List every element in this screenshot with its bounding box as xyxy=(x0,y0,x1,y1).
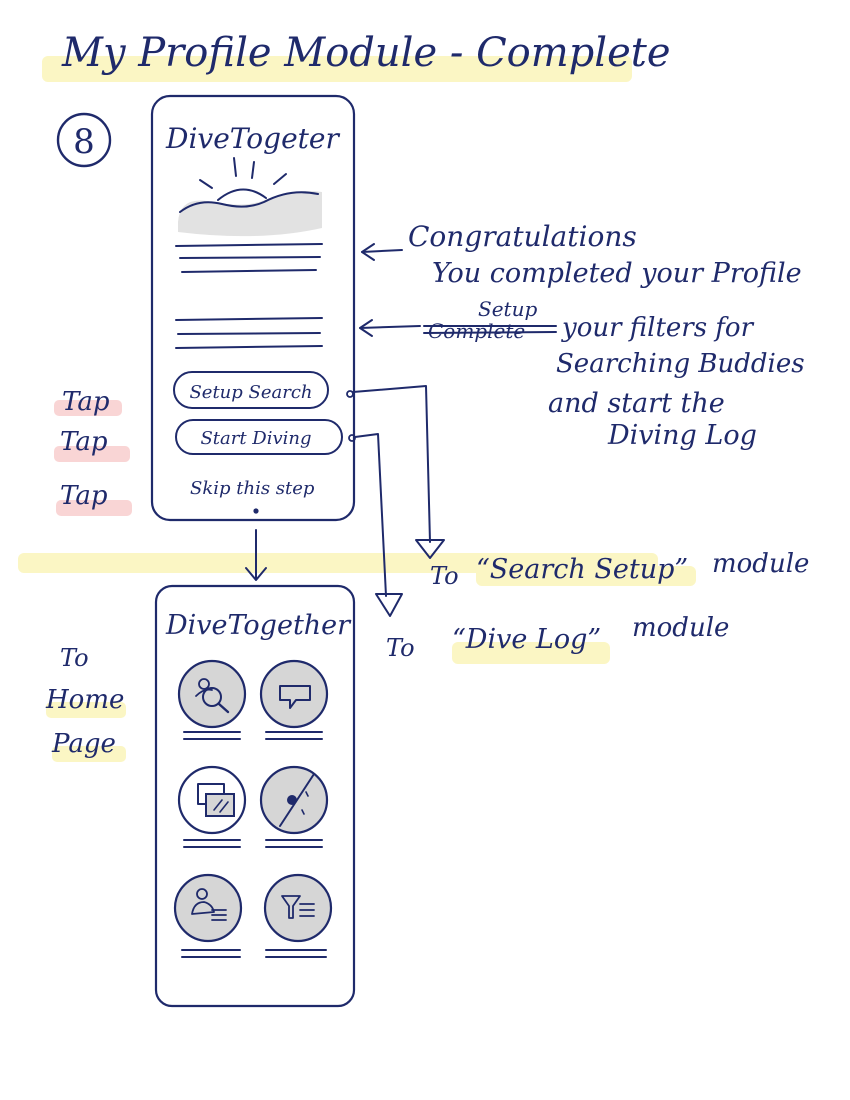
phone-frame-2 xyxy=(154,584,356,1008)
strike-through-line-2 xyxy=(423,331,557,334)
setup-search-connector xyxy=(346,385,445,559)
tap-highlight-2 xyxy=(54,446,130,462)
congrats-line-2: You completed your Profile xyxy=(432,258,802,289)
chat-bubble-icon[interactable] xyxy=(259,659,329,729)
dive-map-icon[interactable] xyxy=(259,765,329,835)
divelog-dest-name: “Dive Log” xyxy=(452,624,601,655)
profile-list-icon[interactable] xyxy=(173,873,243,943)
screen1-app-name: DiveTogeter xyxy=(165,122,340,155)
congrats-arrow xyxy=(361,243,403,261)
filters-insert-word: Setup xyxy=(478,297,537,321)
page-highlight xyxy=(52,746,126,762)
home-label-to: To xyxy=(60,644,89,672)
congrats-line-1: Congratulations xyxy=(408,220,637,253)
filters-line-2: Searching Buddies xyxy=(556,349,805,379)
step-number: 8 xyxy=(73,122,95,162)
step-number-circle xyxy=(56,112,112,168)
congrats-text-lines xyxy=(175,243,323,273)
tap-label-1: Tap xyxy=(62,387,110,417)
home-connector xyxy=(245,529,267,581)
divelog-dest-highlight xyxy=(452,642,610,664)
filters-line-1: your filters for xyxy=(561,313,755,343)
setup-search-button[interactable]: Setup Search xyxy=(173,371,329,409)
search-buddy-icon[interactable] xyxy=(177,659,247,729)
search-dest-suffix: module xyxy=(712,549,809,579)
page-title: My Profile Module - Complete xyxy=(61,30,671,76)
screen-home: DiveTogether xyxy=(154,584,356,1008)
phone-frame-1 xyxy=(150,94,356,522)
filters-line-4: Diving Log xyxy=(607,420,757,451)
start-diving-connector xyxy=(348,433,403,617)
home-label-home: Home xyxy=(45,685,124,715)
screen2-app-name: DiveTogether xyxy=(165,610,352,641)
search-dest-highlight xyxy=(476,566,696,586)
sunrise-icon xyxy=(178,157,322,237)
home-label-page: Page xyxy=(51,729,116,759)
filters-arrow xyxy=(359,319,421,337)
start-diving-button[interactable]: Start Diving xyxy=(175,419,343,455)
tap-highlight-3 xyxy=(56,500,132,516)
tap-label-2: Tap xyxy=(60,427,108,457)
filters-text-lines xyxy=(175,317,323,349)
filter-list-icon[interactable] xyxy=(263,873,333,943)
start-diving-label: Start Diving xyxy=(200,428,311,449)
search-dest-name: “Search Setup” xyxy=(476,554,688,585)
filters-strike-word: Complete xyxy=(428,319,525,343)
title-highlight xyxy=(42,56,632,82)
setup-search-label: Setup Search xyxy=(189,382,312,403)
home-highlight xyxy=(46,702,126,718)
skip-step-link[interactable]: Skip this step xyxy=(190,478,315,499)
divelog-dest-prefix: To xyxy=(386,634,415,662)
divelog-dest-suffix: module xyxy=(632,613,729,643)
search-dest-prefix: To xyxy=(430,562,459,590)
screen-congratulations: DiveTogeter Setup Search xyxy=(150,94,356,522)
tap-label-3: Tap xyxy=(60,481,108,511)
filters-line-3: and start the xyxy=(548,388,725,419)
photo-gallery-icon[interactable] xyxy=(177,765,247,835)
home-indicator-dot xyxy=(253,508,259,514)
tap-highlight-1 xyxy=(54,400,122,416)
